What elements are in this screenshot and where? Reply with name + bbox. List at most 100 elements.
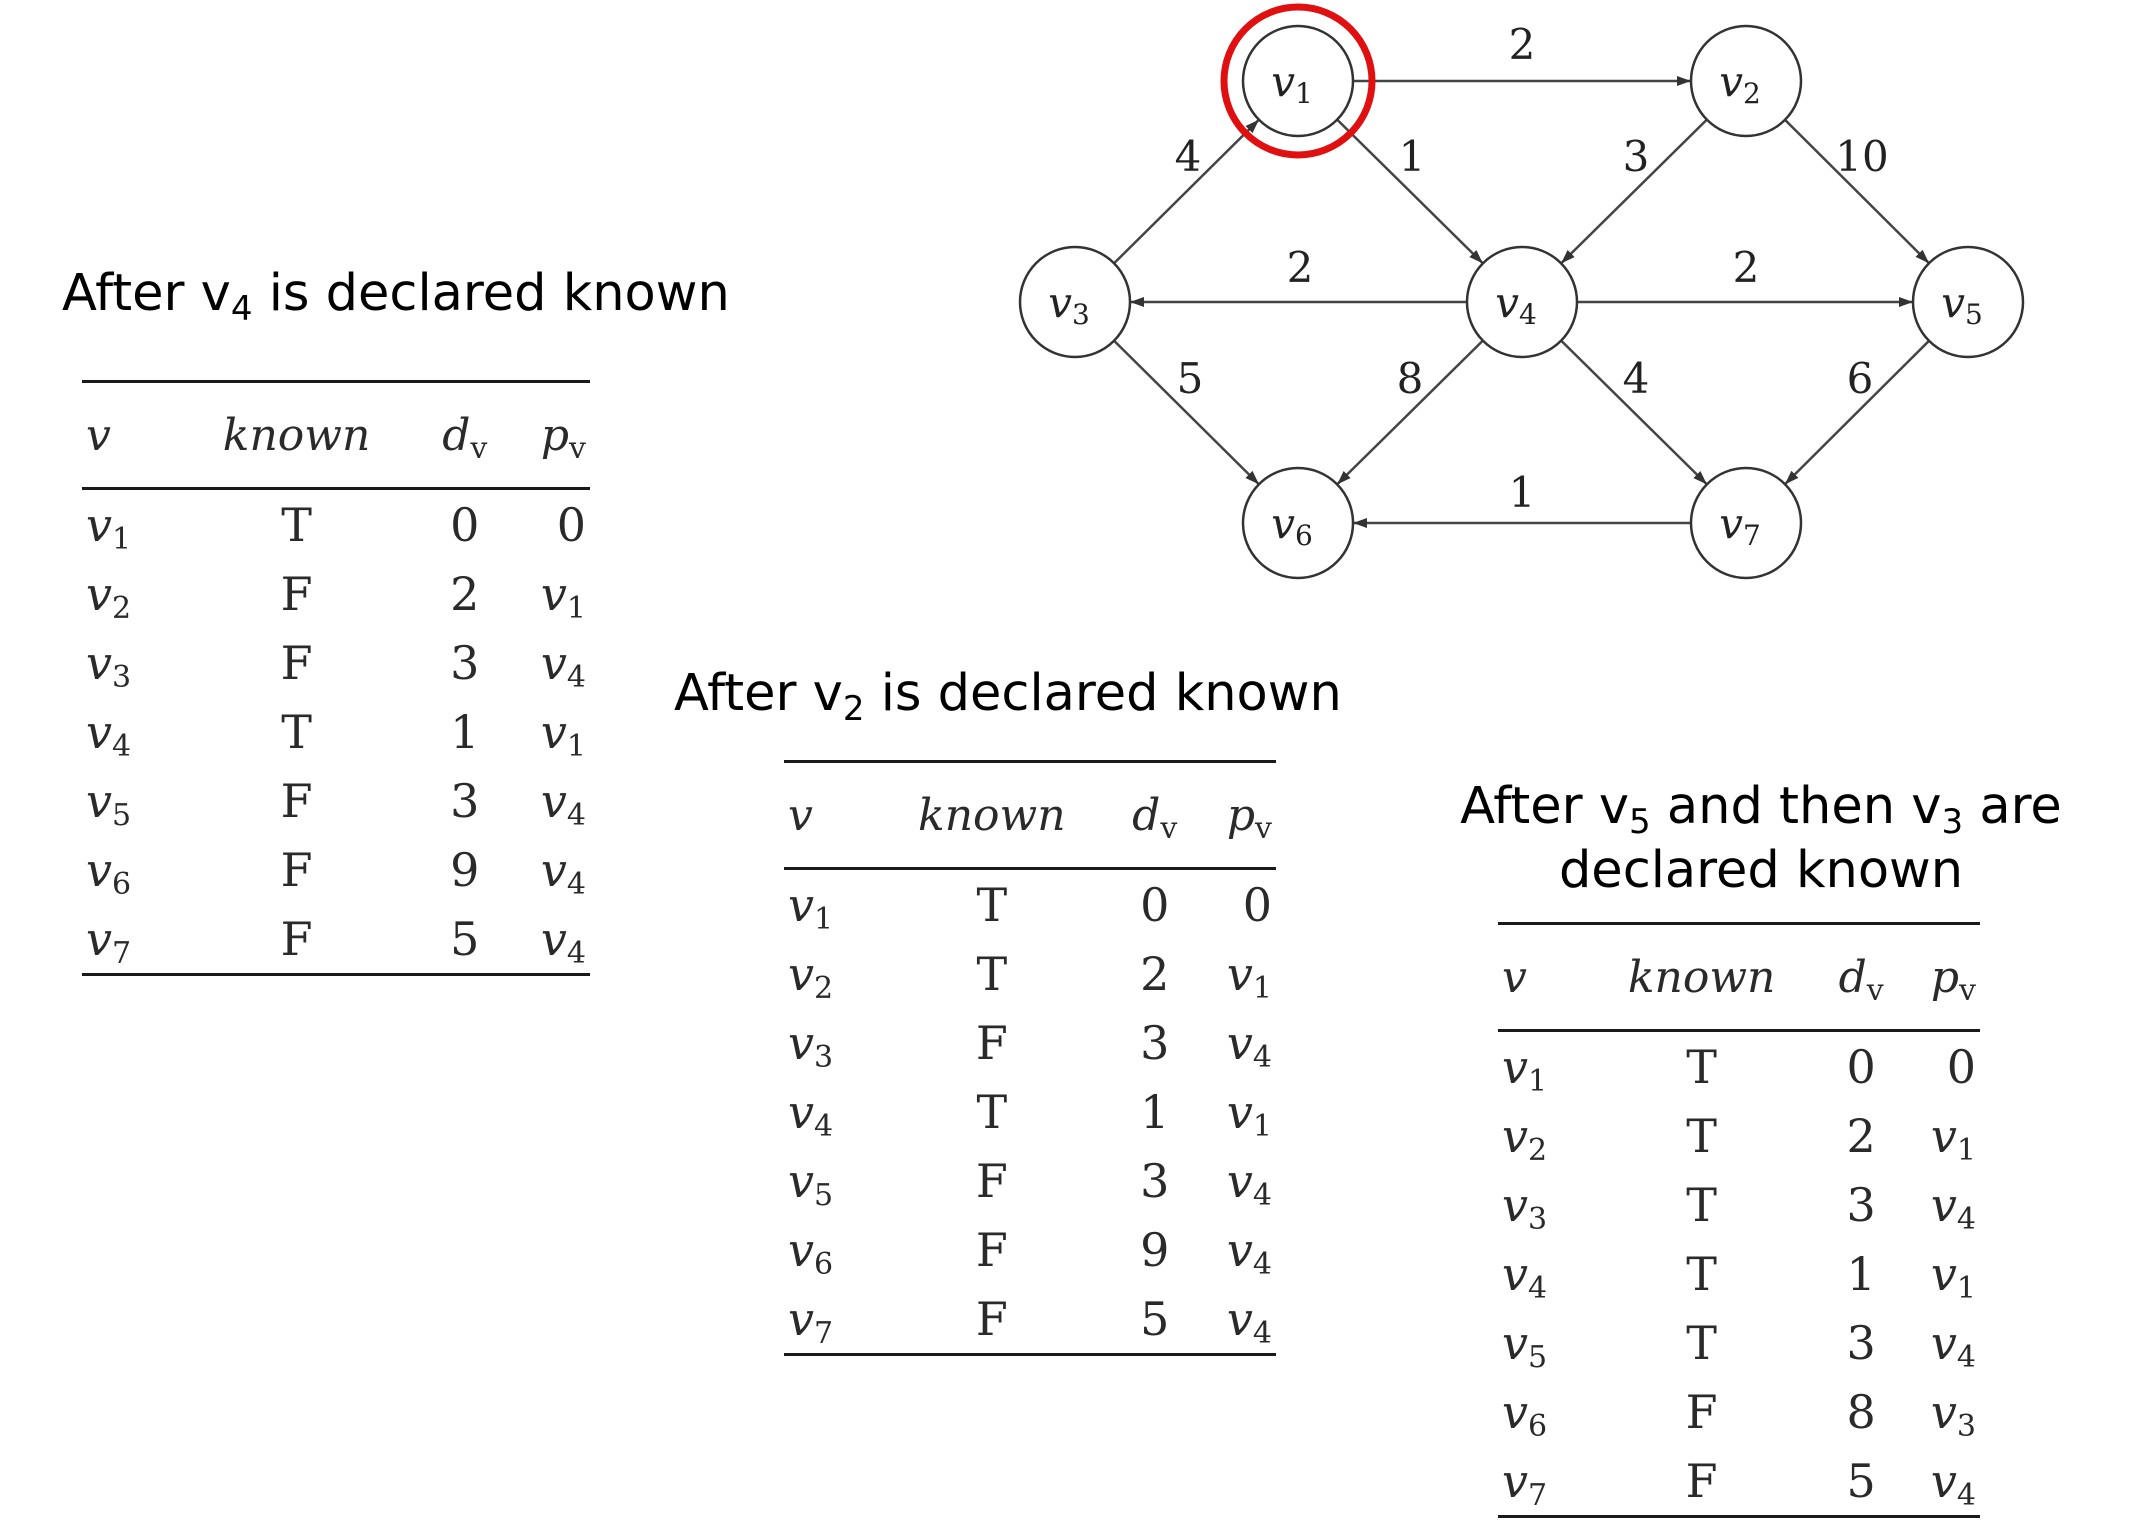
header-v-label: v xyxy=(1502,951,1527,1003)
cell-path: 0 xyxy=(1193,869,1276,940)
cell-vertex-index: 5 xyxy=(814,1177,834,1213)
node-label: v5 xyxy=(1941,278,1983,331)
cell-path-main: v xyxy=(1226,1153,1253,1208)
cell-known: F xyxy=(975,1291,1008,1346)
header-dv: dv xyxy=(1824,924,1899,1031)
header-known: known xyxy=(1579,924,1823,1031)
header-p-main: p xyxy=(540,409,570,461)
node-label-index: 5 xyxy=(1965,298,1983,331)
cell-path: v1 xyxy=(1193,1077,1276,1146)
cell-path-index: 4 xyxy=(1956,1477,1976,1513)
cell-known: T xyxy=(976,1084,1008,1139)
cell-vertex-index: 1 xyxy=(814,901,834,937)
edge-weight-label: 5 xyxy=(1177,354,1204,403)
node-v5: v5 xyxy=(1911,245,2025,359)
cell-path-index: 4 xyxy=(566,866,586,902)
cell-path-main: v xyxy=(1930,1315,1957,1370)
cell-path-main: v xyxy=(1930,1108,1957,1163)
header-v-label: v xyxy=(788,789,813,841)
header-d-main: d xyxy=(1838,951,1867,1003)
node-label: v7 xyxy=(1719,499,1761,552)
cell-distance: 9 xyxy=(450,842,480,897)
cell-path: v4 xyxy=(1193,1215,1276,1284)
cell-path-main: 0 xyxy=(1946,1039,1976,1094)
cell-distance: 3 xyxy=(450,635,480,690)
cell-path-main: v xyxy=(1226,1015,1253,1070)
cell-vertex: v1 xyxy=(1498,1031,1579,1102)
cell-path-index: 1 xyxy=(1956,1132,1976,1168)
edge-weight-label: 10 xyxy=(1835,132,1888,181)
cell-vertex: v2 xyxy=(784,939,867,1008)
cell-known: F xyxy=(975,1015,1008,1070)
header-p-sub: v xyxy=(569,430,586,466)
cell-distance: 0 xyxy=(1140,877,1170,932)
header-p-main: p xyxy=(1226,789,1256,841)
cell-distance: 3 xyxy=(1140,1015,1170,1070)
header-p-sub: v xyxy=(1255,810,1272,846)
node-label-main: v xyxy=(1941,278,1965,327)
cell-path-main: v xyxy=(1930,1177,1957,1232)
cell-vertex: v4 xyxy=(1498,1239,1579,1308)
cell-vertex-index: 3 xyxy=(814,1039,834,1075)
cell-path-main: 0 xyxy=(556,497,586,552)
cell-vertex: v6 xyxy=(784,1215,867,1284)
cell-path: v4 xyxy=(1899,1170,1980,1239)
cell-vertex-letter: v xyxy=(86,842,112,897)
cell-vertex-letter: v xyxy=(788,1084,814,1139)
cell-known: T xyxy=(976,877,1008,932)
node-circle xyxy=(1241,466,1355,580)
cell-vertex-index: 6 xyxy=(112,866,132,902)
node-label: v3 xyxy=(1048,278,1090,331)
cell-vertex-letter: v xyxy=(788,877,814,932)
cell-path-index: 4 xyxy=(1956,1339,1976,1375)
header-d-sub: v xyxy=(1160,810,1178,846)
cell-path-index: 1 xyxy=(1252,1108,1272,1144)
cell-known: T xyxy=(1686,1315,1717,1370)
cell-distance: 2 xyxy=(1846,1108,1876,1163)
edge-weight-label: 3 xyxy=(1623,132,1650,181)
edge-weight-label: 2 xyxy=(1287,243,1314,292)
edge-v2-v4 xyxy=(1560,118,1708,264)
cell-vertex-index: 1 xyxy=(112,521,132,557)
cell-path-index: 4 xyxy=(566,659,586,695)
cell-vertex-index: 5 xyxy=(1528,1339,1548,1375)
header-dv: dv xyxy=(1117,762,1193,869)
cell-vertex-index: 2 xyxy=(1528,1132,1548,1168)
cell-path: v1 xyxy=(1899,1239,1980,1308)
cell-path-main: v xyxy=(540,911,567,966)
cell-vertex: v3 xyxy=(1498,1170,1579,1239)
cell-vertex: v3 xyxy=(784,1008,867,1077)
edge-weight-label: 2 xyxy=(1733,243,1760,292)
cell-path-index: 4 xyxy=(566,935,586,971)
cell-path: v1 xyxy=(504,697,590,766)
cell-vertex-index: 7 xyxy=(112,935,132,971)
cell-vertex: v7 xyxy=(784,1284,867,1355)
cell-path: v4 xyxy=(1193,1146,1276,1215)
cell-vertex: v4 xyxy=(784,1077,867,1146)
cell-distance: 1 xyxy=(450,704,480,759)
cell-vertex-index: 6 xyxy=(1528,1408,1548,1444)
cell-vertex-letter: v xyxy=(1502,1246,1528,1301)
cell-path-main: v xyxy=(1226,1291,1253,1346)
cell-vertex-letter: v xyxy=(788,1291,814,1346)
cell-path: v4 xyxy=(1193,1284,1276,1355)
cell-distance: 3 xyxy=(1846,1315,1876,1370)
cell-path-main: v xyxy=(540,842,567,897)
cell-path: v3 xyxy=(1899,1377,1980,1446)
node-label-main: v xyxy=(1271,57,1295,106)
